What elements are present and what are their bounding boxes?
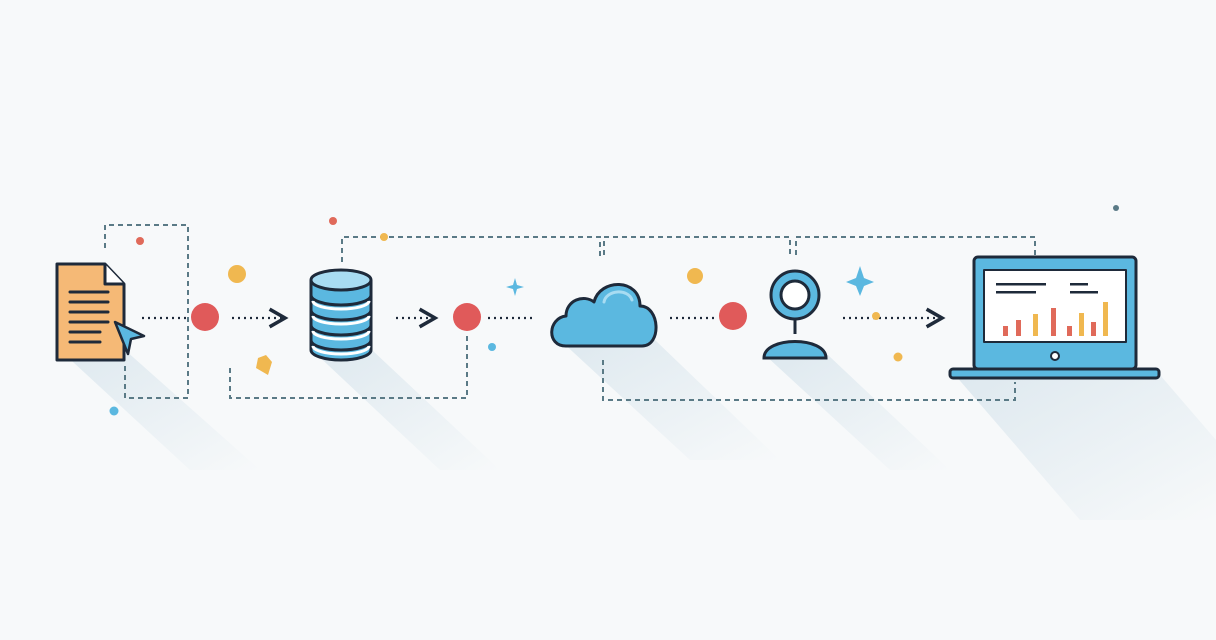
shadows xyxy=(60,340,1216,520)
flow-nodes xyxy=(191,302,747,331)
database-icon xyxy=(309,268,373,362)
laptop-dashboard-icon xyxy=(948,255,1161,380)
user-icon xyxy=(762,269,828,360)
node-dot xyxy=(719,302,747,330)
dashboard-chart xyxy=(996,283,1108,336)
document-with-cursor-icon xyxy=(55,262,146,362)
node-dot xyxy=(453,303,481,331)
decorative-sparkles xyxy=(109,205,1119,416)
cloud-icon xyxy=(550,283,658,348)
dashed-connectors xyxy=(104,224,1036,401)
node-dot xyxy=(191,303,219,331)
